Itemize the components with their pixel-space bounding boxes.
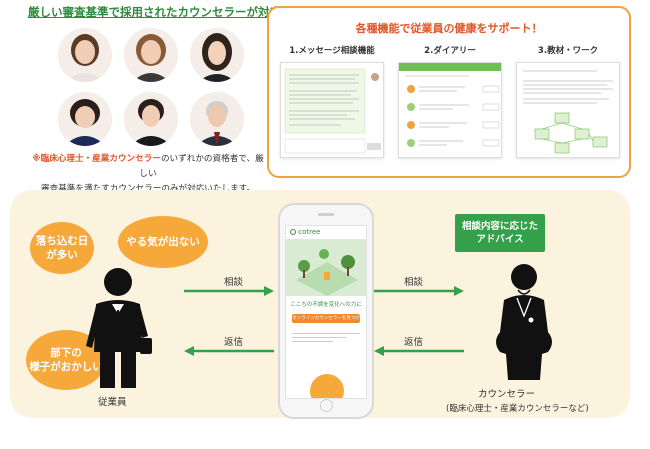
app-text-block [292, 333, 360, 349]
feature-message: 1.メッセージ相談機能 [277, 44, 387, 158]
features-box: 各種機能で従業員の健康をサポート！ 1.メッセージ相談機能 2.ダイアリー [267, 6, 631, 178]
counselor-portrait-2 [124, 28, 178, 82]
counselor-heading: 厳しい審査基準で採用されたカウンセラーが対応 [28, 5, 281, 19]
app-tagline: ここちの不調を変化への力に [290, 302, 362, 308]
counselor-figure [488, 262, 560, 384]
counselor-portrait-1 [58, 28, 112, 82]
reply-arrow-right [374, 346, 464, 356]
app-orange-badge [310, 374, 344, 398]
advice-line2: アドバイス [476, 234, 524, 245]
note-highlight: 臨床心理士・産業カウンセラー [40, 154, 161, 164]
feature-screenshot-diary [398, 62, 502, 158]
phone-screen: cotree ここちの不調を変化への力に オンラインカウンセラーを見つける [285, 225, 367, 399]
concern-bubble-2: やる気が出ない [118, 216, 208, 268]
counselor-section: 厳しい審査基準で採用されたカウンセラーが対応 ※臨床心理士・産業カウンセラーのい… [0, 0, 281, 194]
consult-arrow-left [184, 286, 274, 296]
counselor-portrait-3 [190, 28, 244, 82]
bubble-line: 部下の [50, 347, 82, 359]
feature-screenshot-message [280, 62, 384, 158]
app-cta-button[interactable]: オンラインカウンセラーを見つける [292, 314, 360, 330]
counselor-sub-label: (臨床心理士・産業カウンセラーなど) [446, 404, 589, 414]
consult-arrow-right [374, 286, 464, 296]
note-rest: のいずれかの資格者で、厳しい [139, 154, 264, 179]
bubble-line: 落ち込む日 [35, 235, 89, 247]
reply-label-left: 返信 [224, 337, 244, 348]
bubble-line: 様子がおかしい [29, 361, 103, 373]
employee-label: 従業員 [98, 397, 127, 408]
feature-label: 1.メッセージ相談機能 [289, 46, 375, 56]
reply-label-right: 返信 [404, 337, 424, 348]
app-logo-icon [290, 229, 296, 235]
advice-box: 相談内容に応じた アドバイス [455, 214, 545, 252]
feature-diary: 2.ダイアリー [395, 44, 505, 158]
feature-materials: 3.教材・ワーク [513, 44, 623, 158]
phone-mockup: cotree ここちの不調を変化への力に オンラインカウンセラーを見つける [278, 203, 374, 419]
reply-arrow-left [184, 346, 274, 356]
consult-label-left: 相談 [224, 277, 244, 288]
note-line2: 審査基準を満たすカウンセラーのみが対応いたします。 [41, 184, 255, 194]
app-header: cotree [286, 226, 366, 240]
app-hero-illustration [286, 240, 366, 296]
features-title: 各種機能で従業員の健康をサポート！ [355, 22, 543, 35]
consult-label-right: 相談 [404, 277, 424, 288]
advice-line1: 相談内容に応じた [461, 221, 538, 232]
counselor-portrait-6 [190, 92, 244, 146]
bubble-line: やる気が出ない [126, 236, 200, 248]
feature-screenshot-materials [516, 62, 620, 158]
concern-bubble-1: 落ち込む日が多い [30, 222, 94, 274]
home-button[interactable] [320, 399, 333, 412]
counselor-portrait-5 [124, 92, 178, 146]
counselor-label: カウンセラー [478, 389, 536, 400]
note-mark: ※ [32, 154, 41, 164]
feature-label: 2.ダイアリー [424, 46, 476, 56]
phone-speaker [318, 213, 334, 216]
app-name: cotree [298, 228, 321, 236]
counselor-portrait-4 [58, 92, 112, 146]
employee-figure [78, 266, 158, 390]
feature-label: 3.教材・ワーク [537, 46, 599, 56]
counselor-note: ※臨床心理士・産業カウンセラーのいずれかの資格者で、厳しい 審査基準を満たすカウ… [28, 152, 268, 197]
bubble-line: が多い [46, 249, 78, 261]
